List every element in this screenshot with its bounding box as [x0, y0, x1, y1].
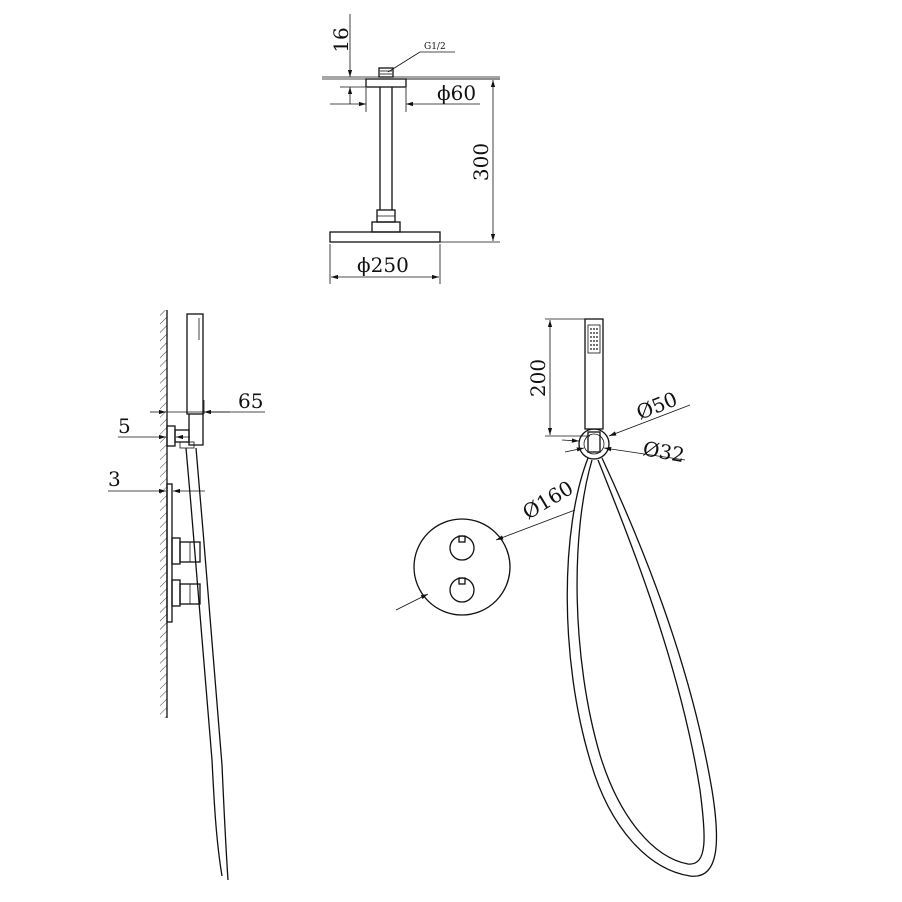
mixer-front-view: Ø160 [395, 476, 577, 616]
dim-handshower-length: 200 [526, 359, 550, 397]
dim-projection: 65 [238, 389, 263, 413]
side-view: 65 5 3 [108, 310, 265, 881]
mixer-plate-side [166, 483, 173, 623]
spray-face [587, 324, 601, 354]
handshower-front-view: 200 Ø50 Ø32 [526, 318, 718, 877]
holder-outer [578, 428, 610, 460]
dim-arm-length: 300 [469, 143, 493, 181]
dim-mixer-diameter: Ø160 [518, 476, 577, 525]
knob-top [449, 535, 475, 561]
dim-holder-outer: Ø50 [633, 387, 681, 425]
thread-connector [378, 67, 394, 78]
dim-flange-height: 16 [329, 27, 353, 52]
handshower-side [186, 313, 204, 415]
overhead-shower-view: G1/2 16 ϕ60 300 ϕ250 [322, 14, 500, 284]
knob-bottom [449, 577, 475, 603]
holder-bracket [166, 425, 176, 447]
thread-label: G1/2 [424, 42, 446, 52]
hose-loop [566, 457, 718, 877]
ceiling-flange [365, 78, 407, 88]
dim-head-diameter: ϕ250 [357, 253, 409, 277]
dim-flange-diameter: ϕ60 [437, 81, 476, 105]
mixer-plate [413, 518, 511, 616]
shower-head [329, 231, 441, 243]
hose-left-a [185, 447, 213, 761]
dim-plate-thickness: 3 [108, 467, 121, 491]
wall-hatch [160, 310, 167, 718]
dim-holder-inner: Ø32 [641, 436, 686, 467]
holder-inner [583, 433, 605, 455]
dim-bracket-offset: 5 [118, 414, 131, 438]
